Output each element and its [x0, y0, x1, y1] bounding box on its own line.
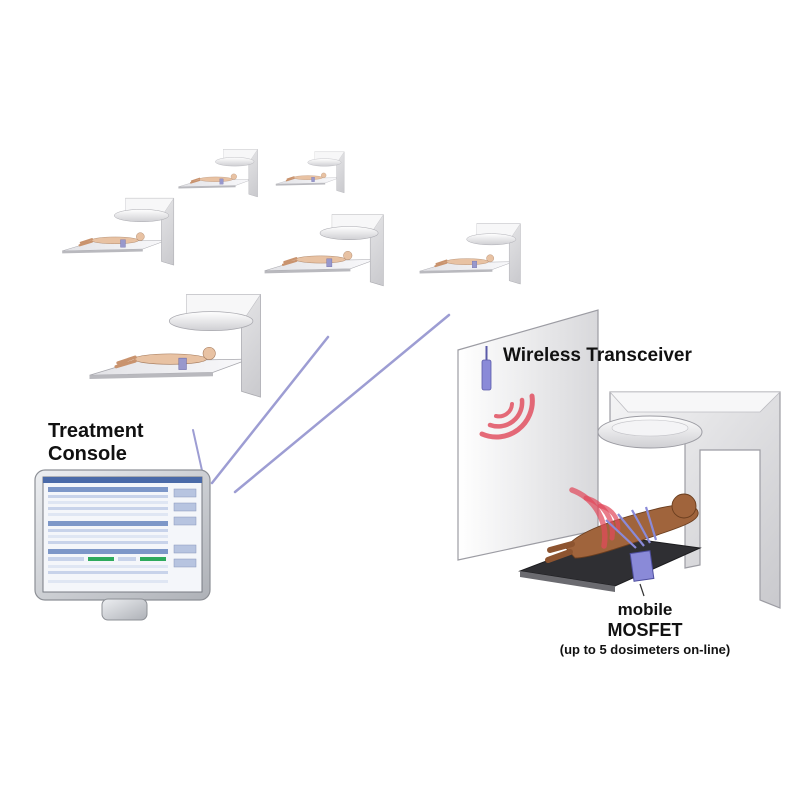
mosfet-label-line1: mobile: [617, 600, 673, 619]
link-line-center-room: [210, 335, 330, 485]
link-line-front-room: [192, 429, 204, 476]
mosfet-dosimeter-icon: [605, 506, 658, 597]
patient-radio-waves: [569, 487, 621, 549]
treatment-room-left: [61, 197, 175, 267]
wireless-transceiver-antenna-icon: [481, 346, 492, 391]
treatment-room-right: [418, 222, 522, 286]
treatment-console-label-line2: Console: [48, 443, 127, 465]
transceiver-radio-waves: [479, 393, 535, 440]
mosfet-label-line2: MOSFET: [607, 620, 683, 640]
mosfet-label-line3: (up to 5 dosimeters on-line): [559, 642, 731, 657]
console-screen-side-buttons: [173, 488, 197, 568]
treatment-console-label: Treatment Console: [48, 420, 144, 466]
treatment-room-main: [457, 309, 781, 609]
mosfet-label: mobile MOSFET (up to 5 dosimeters on-lin…: [510, 600, 780, 659]
network-link-lines: [139, 313, 451, 609]
console-screen-data-table: [48, 487, 168, 583]
treatment-room-top-left: [177, 148, 259, 198]
treatment-room-top-right: [275, 151, 345, 194]
linac-gantry: [597, 391, 781, 609]
treatment-room-front: [87, 292, 263, 399]
wireless-transceiver-label: Wireless Transceiver: [503, 345, 692, 366]
link-line-right-room: [233, 313, 451, 494]
treatment-console-label-line1: Treatment: [48, 420, 144, 442]
treatment-console-monitor: [34, 469, 211, 621]
treatment-room-center: [263, 213, 385, 288]
